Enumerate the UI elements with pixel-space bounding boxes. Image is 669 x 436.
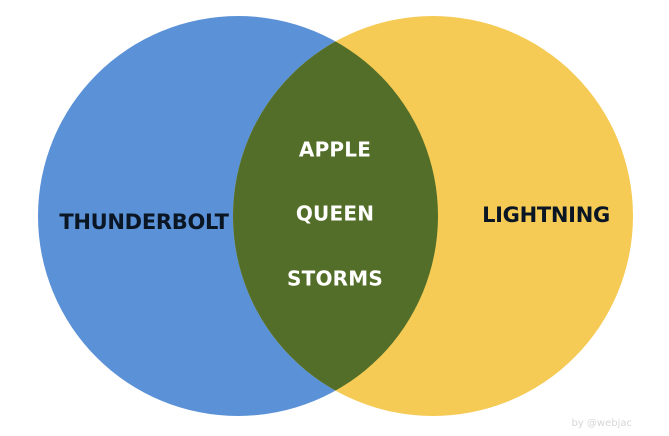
thunderbolt-label: THUNDERBOLT — [59, 210, 229, 234]
lightning-label: LIGHTNING — [482, 203, 610, 227]
overlap-region — [233, 16, 438, 416]
credit-text: by @webjac — [571, 418, 632, 429]
overlap-item-queen: QUEEN — [296, 202, 374, 226]
overlap-item-apple: APPLE — [299, 138, 371, 162]
overlap-item-storms: STORMS — [287, 267, 383, 291]
